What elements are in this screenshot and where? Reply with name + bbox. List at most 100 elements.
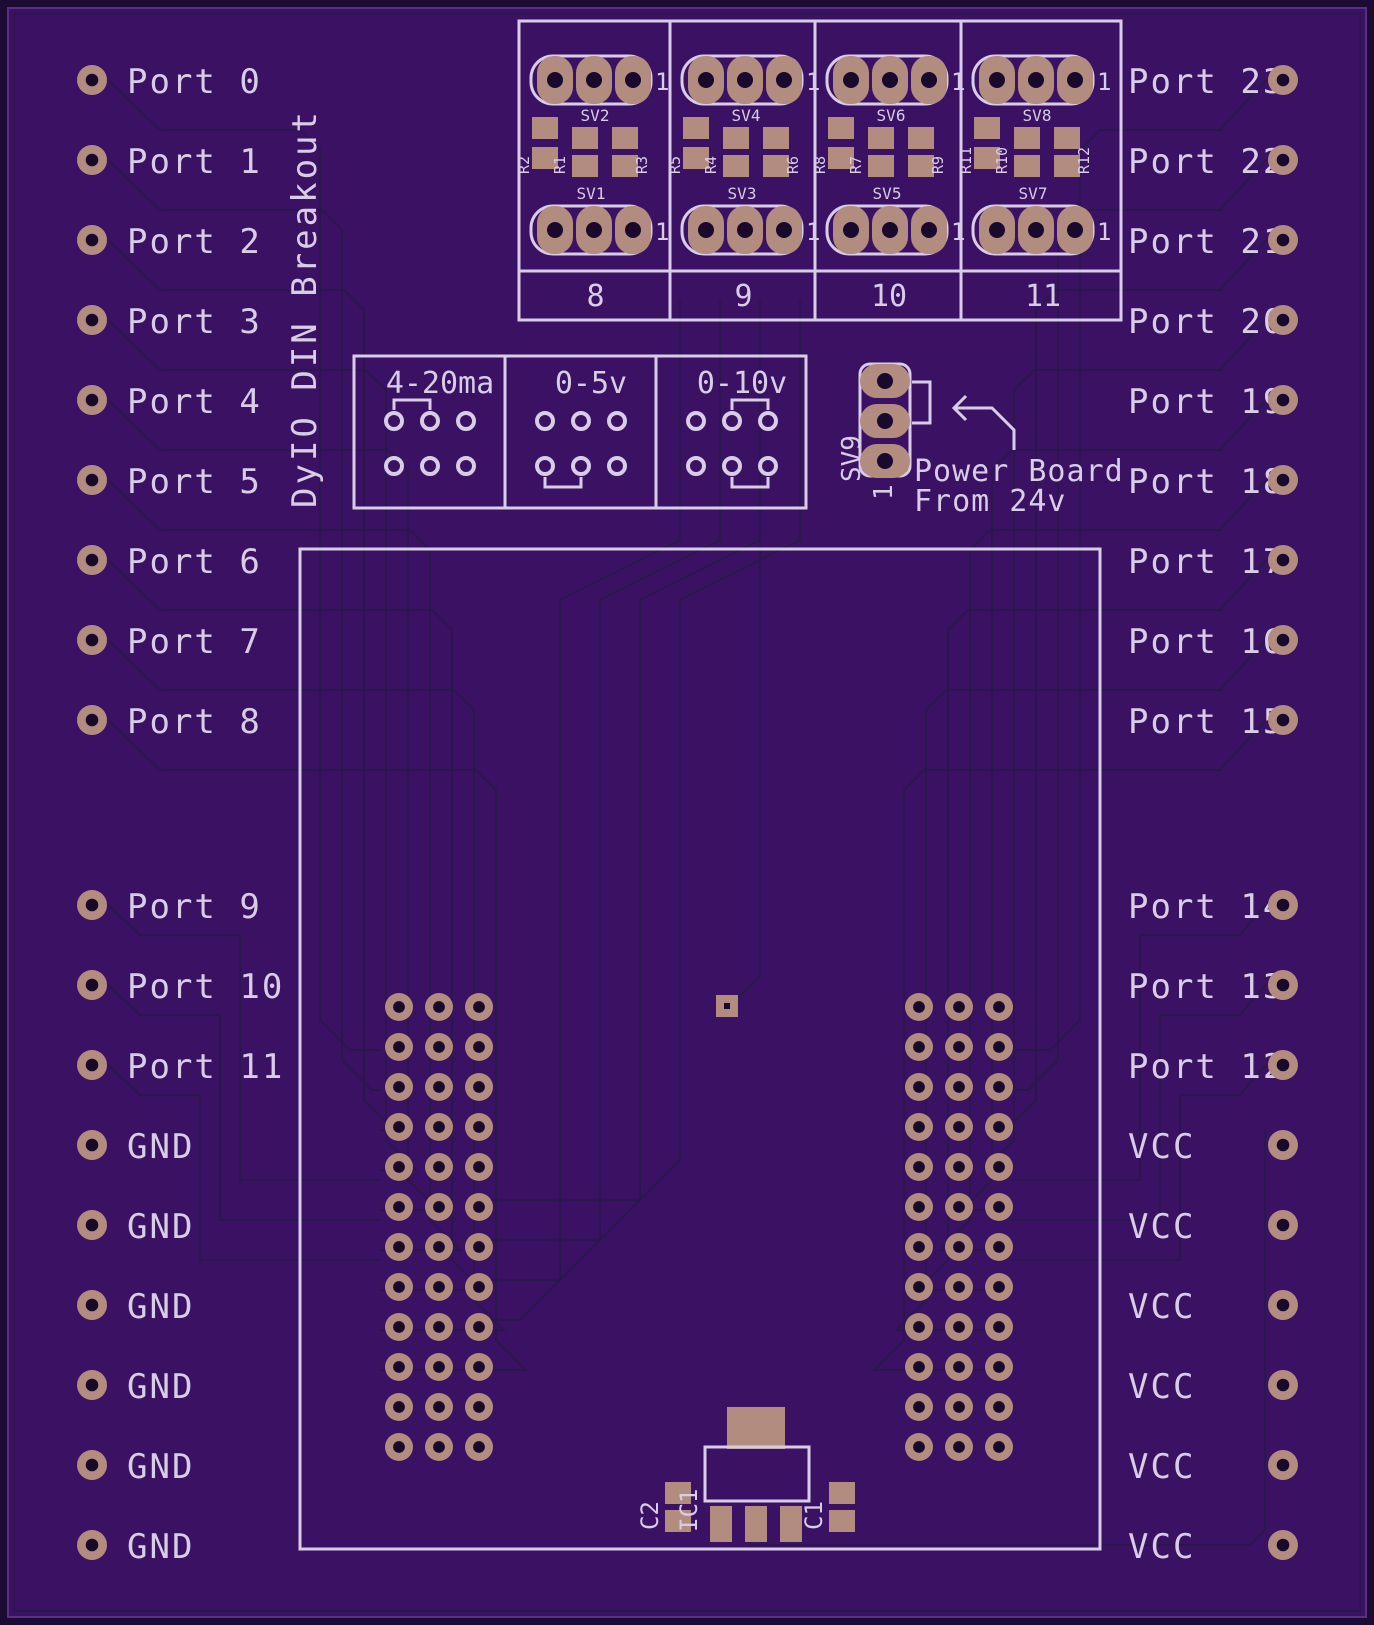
- pin-one-mark: 1: [1097, 218, 1111, 246]
- mode-box: 4-20ma: [384, 366, 494, 476]
- resistor-pad: [572, 155, 598, 177]
- right-edge-label: VCC: [1128, 1287, 1195, 1327]
- right-edge-pad: [1268, 705, 1298, 735]
- mode-pin: [607, 456, 627, 476]
- servo-number: 8: [586, 279, 604, 314]
- dyio-header-pin: [945, 1353, 973, 1381]
- servo-number: 11: [1025, 279, 1061, 314]
- dyio-header-pin: [465, 993, 493, 1021]
- mode-jumper-mark: [730, 398, 770, 489]
- dyio-header-pin: [425, 993, 453, 1021]
- dyio-header-pin: [425, 1073, 453, 1101]
- dyio-header-pin: [385, 1433, 413, 1461]
- copper-trace: [107, 719, 529, 1372]
- right-edge-pad: [1268, 625, 1298, 655]
- copper-trace: [1010, 984, 1267, 1222]
- copper-trace: [1010, 79, 1267, 1052]
- dyio-header-pin: [985, 1113, 1013, 1141]
- copper-trace: [893, 639, 1267, 1332]
- resistor-label: R9: [929, 156, 947, 174]
- mode-pin: [384, 411, 404, 431]
- dyio-header-pin: [425, 1153, 453, 1181]
- left-edge-label: Port 6: [127, 542, 262, 582]
- regulator-ic1: C2 IC1 C1: [636, 1407, 855, 1542]
- right-edge-label: Port 19: [1128, 382, 1285, 422]
- dyio-header-pin: [425, 1313, 453, 1341]
- right-edge-pad: [1268, 65, 1298, 95]
- mode-pin: [535, 411, 555, 431]
- right-edge-label: Port 22: [1128, 142, 1285, 182]
- left-edge-pad: [77, 145, 107, 175]
- dyio-header-right: [905, 993, 1013, 1461]
- mode-pin: [686, 456, 706, 476]
- ic1-pin: [780, 1506, 802, 1542]
- left-edge-label: GND: [127, 1207, 194, 1247]
- mode-pin: [456, 411, 476, 431]
- dyio-header-pin: [465, 1313, 493, 1341]
- c2-pad: [665, 1482, 691, 1504]
- dyio-header-pin: [425, 1113, 453, 1141]
- right-edge-pad: [1268, 225, 1298, 255]
- left-edge-pad: [77, 1530, 107, 1560]
- right-edge-pad: [1268, 145, 1298, 175]
- dyio-header-pin: [465, 1033, 493, 1061]
- sv9-bracket: [912, 380, 932, 425]
- dyio-header-pin: [945, 1433, 973, 1461]
- resistor-pad: [1014, 155, 1040, 177]
- left-edge-label: Port 4: [127, 382, 262, 422]
- dyio-header-pin: [945, 1193, 973, 1221]
- right-edge-pad: [1268, 385, 1298, 415]
- c1-label: C1: [800, 1501, 828, 1530]
- dyio-header-pin: [465, 1153, 493, 1181]
- dyio-header-pin: [425, 1233, 453, 1261]
- power-note-line1: Power Board: [914, 454, 1124, 489]
- resistor-pad: [612, 127, 638, 149]
- copper-trace: [107, 984, 380, 1222]
- c2-label: C2: [636, 1501, 664, 1530]
- mode-label: 4-20ma: [386, 366, 494, 401]
- left-edge-label: Port 5: [127, 462, 262, 502]
- pin-one-mark: 1: [806, 218, 820, 246]
- dyio-header-pin: [425, 1353, 453, 1381]
- left-edge-pad: [77, 1050, 107, 1080]
- resistor-pad: [723, 155, 749, 177]
- servo-top-name: SV2: [581, 106, 610, 125]
- dyio-header-pin: [905, 1153, 933, 1181]
- resistor-label: R8: [811, 156, 829, 174]
- dyio-header-pin: [985, 1073, 1013, 1101]
- dyio-header-pin: [945, 1393, 973, 1421]
- mode-pin: [722, 411, 742, 431]
- resistor-pad: [763, 155, 789, 177]
- left-edge-label: Port 3: [127, 302, 262, 342]
- mode-jumper-mark: [543, 477, 583, 489]
- dyio-header-pin: [985, 1313, 1013, 1341]
- right-edge-pad: [1268, 465, 1298, 495]
- right-edge-label: Port 15: [1128, 702, 1285, 742]
- mode-pin: [607, 411, 627, 431]
- dyio-header-pin: [905, 1393, 933, 1421]
- copper-trace: [981, 319, 1267, 1172]
- resistor-pad: [532, 147, 558, 169]
- servo-bottom-name: SV7: [1019, 184, 1048, 203]
- dyio-header-pin: [985, 1033, 1013, 1061]
- left-edge-pad: [77, 970, 107, 1000]
- resistor-label: R4: [702, 156, 720, 174]
- copper-trace: [750, 1130, 1267, 1547]
- left-edge-pad: [77, 465, 107, 495]
- resistor-pad: [763, 127, 789, 149]
- dyio-header-pin: [425, 1273, 453, 1301]
- dyio-header-pin: [385, 1233, 413, 1261]
- left-edge-label: Port 0: [127, 62, 262, 102]
- left-edge-label: GND: [127, 1287, 194, 1327]
- dyio-header-pin: [385, 1313, 413, 1341]
- dyio-header-pin: [945, 1073, 973, 1101]
- mode-box: 0-10v: [654, 356, 787, 508]
- right-edge-label: VCC: [1128, 1367, 1195, 1407]
- dyio-header-pin: [465, 1273, 493, 1301]
- dyio-header-left: [385, 993, 493, 1461]
- resistor-pad: [612, 155, 638, 177]
- right-edge-pad: [1268, 1370, 1298, 1400]
